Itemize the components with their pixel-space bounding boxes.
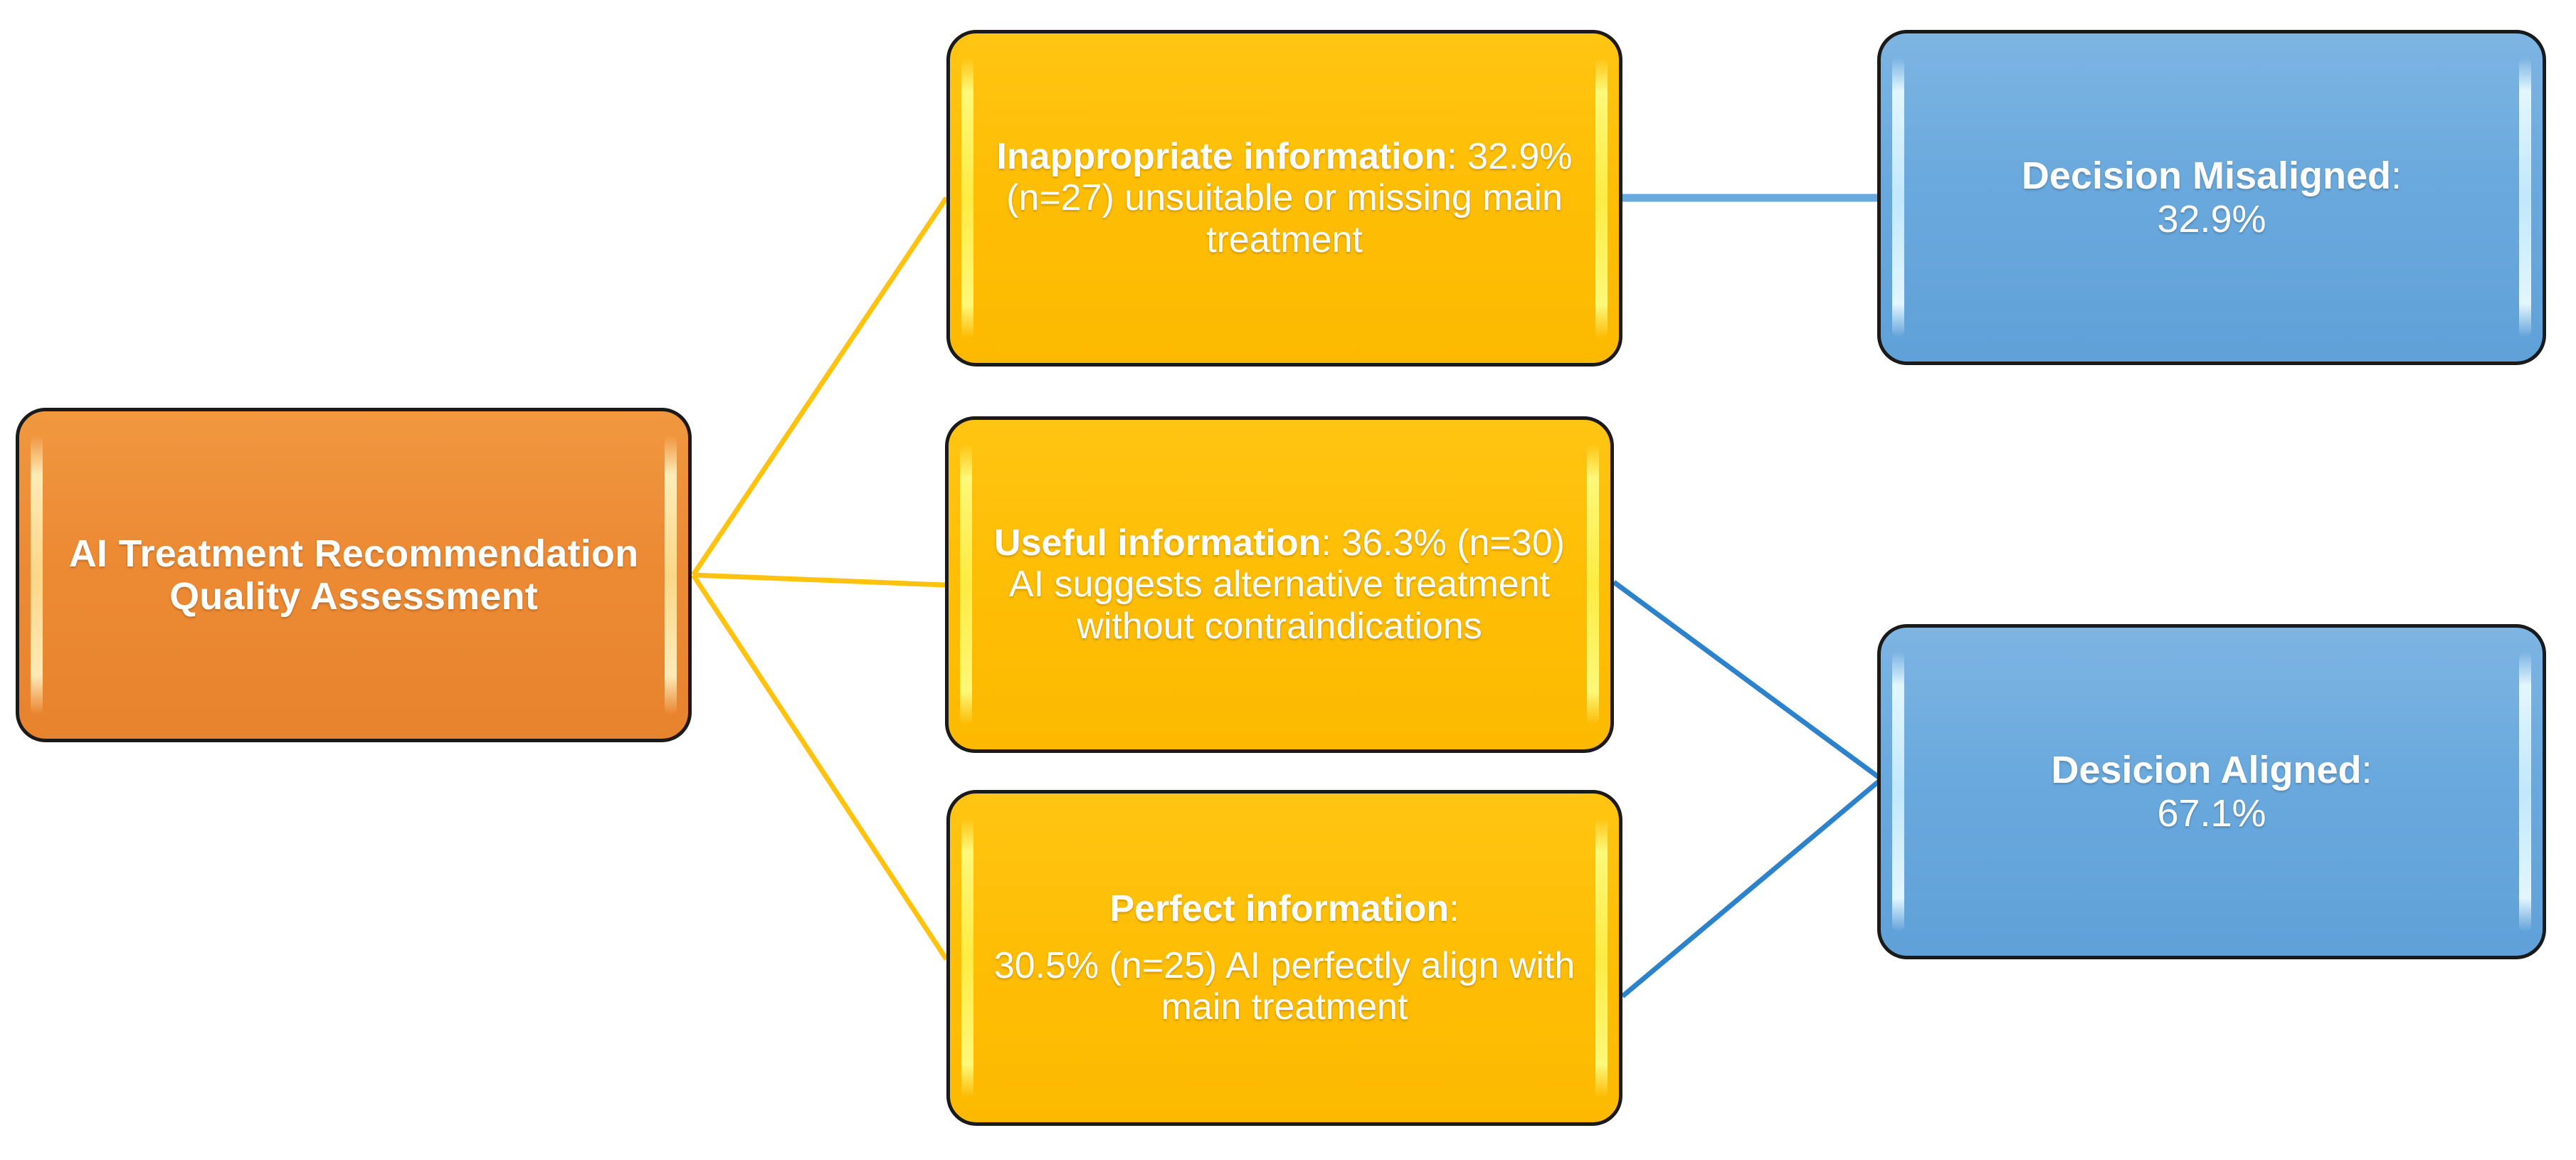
node-category-useful-body: 36.3% (n=30) AI suggests alternative tre… (1008, 522, 1565, 647)
node-outcome-misaligned[interactable]: Decision Misaligned: 32.9% (1877, 30, 2546, 365)
node-category-inappropriate-body: 32.9% (n=27) unsuitable or missing main … (1006, 136, 1573, 260)
edge-useful-to-aligned (1612, 580, 1881, 779)
node-category-inappropriate[interactable]: Inappropriate information: 32.9% (n=27) … (946, 30, 1622, 367)
node-outcome-aligned-separator: : (2361, 749, 2372, 792)
node-category-inappropriate-separator: : (1447, 136, 1468, 178)
node-category-useful[interactable]: Useful information: 36.3% (n=30) AI sugg… (945, 416, 1614, 753)
node-category-inappropriate-text: Inappropriate information: 32.9% (n=27) … (950, 136, 1619, 260)
node-category-perfect-spacer (974, 929, 1595, 945)
node-root-assessment[interactable]: AI Treatment Recommendation Quality Asse… (16, 408, 692, 742)
node-outcome-misaligned-text: Decision Misaligned: 32.9% (1881, 154, 2543, 241)
node-outcome-aligned-label: Desicion Aligned (2051, 749, 2362, 792)
node-category-perfect-text: Perfect information: 30.5% (n=25) AI per… (950, 888, 1619, 1028)
node-category-useful-label: Useful information (994, 522, 1321, 564)
node-outcome-misaligned-label: Decision Misaligned (2021, 154, 2392, 198)
node-category-perfect-separator: : (1449, 887, 1459, 929)
node-category-useful-separator: : (1321, 522, 1342, 564)
edge-perfect-to-aligned (1620, 779, 1881, 998)
node-category-inappropriate-label: Inappropriate information (996, 136, 1447, 178)
node-category-perfect[interactable]: Perfect information: 30.5% (n=25) AI per… (946, 790, 1622, 1126)
node-root-label: AI Treatment Recommendation Quality Asse… (68, 532, 639, 618)
node-category-perfect-body: 30.5% (n=25) AI perfectly align with mai… (993, 944, 1575, 1028)
node-outcome-aligned-text: Desicion Aligned: 67.1% (1881, 749, 2543, 835)
node-outcome-misaligned-percent: 32.9% (2157, 197, 2266, 241)
edge-root-to-inappropriate (691, 196, 949, 576)
node-outcome-misaligned-separator: : (2391, 154, 2402, 198)
node-outcome-aligned-percent: 67.1% (2157, 791, 2266, 835)
node-category-useful-text: Useful information: 36.3% (n=30) AI sugg… (949, 522, 1610, 647)
node-outcome-aligned[interactable]: Desicion Aligned: 67.1% (1877, 624, 2546, 959)
edge-root-to-perfect (691, 574, 949, 961)
edge-root-to-useful (692, 572, 946, 588)
node-category-perfect-label: Perfect information (1109, 887, 1450, 929)
